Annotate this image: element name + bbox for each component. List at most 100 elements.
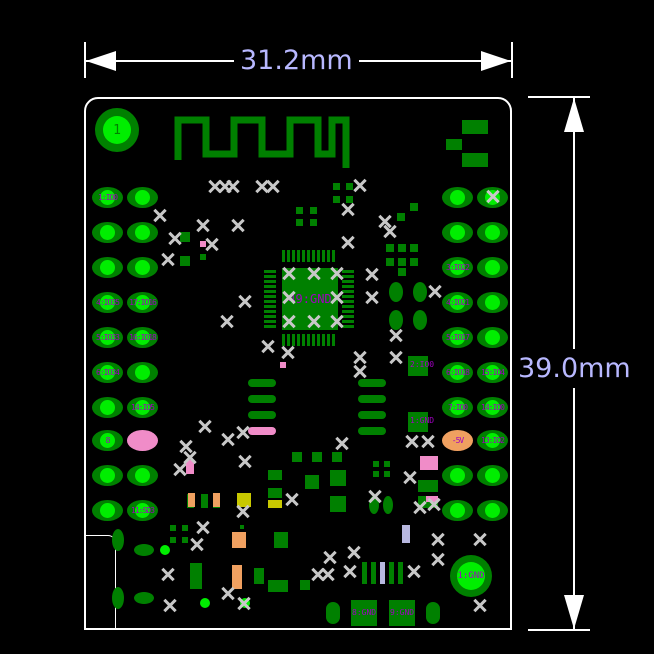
header-pin: 5:IO33 bbox=[92, 327, 123, 348]
smd-pad bbox=[254, 568, 264, 584]
via-marker-icon bbox=[343, 565, 357, 579]
via-marker-icon bbox=[353, 179, 367, 193]
smd-pad bbox=[268, 580, 288, 592]
header-pin: 11:SD3 bbox=[127, 500, 158, 521]
oval-pad bbox=[389, 310, 403, 330]
smd-pad bbox=[310, 207, 317, 214]
dim-extension-left bbox=[84, 42, 86, 78]
smd-pad bbox=[240, 525, 244, 529]
smd-pad bbox=[170, 525, 176, 531]
smd-pad bbox=[182, 537, 188, 543]
via-marker-icon bbox=[335, 437, 349, 451]
header-pin: -5V bbox=[442, 430, 473, 451]
via-marker-icon bbox=[365, 291, 379, 305]
smd-pad bbox=[386, 258, 394, 266]
oval-pad bbox=[112, 529, 124, 551]
via-marker-icon bbox=[353, 365, 367, 379]
smd-pad bbox=[418, 480, 438, 492]
header-pin bbox=[92, 222, 123, 243]
dim-extension-right bbox=[511, 42, 513, 78]
header-pin bbox=[92, 257, 123, 278]
header-pin-label: 5:IO33 bbox=[96, 333, 120, 342]
header-pin: 6:IO34 bbox=[92, 362, 123, 383]
arrow-left-icon bbox=[86, 51, 116, 71]
test-point bbox=[160, 545, 170, 555]
via-marker-icon bbox=[196, 521, 210, 535]
oval-pad bbox=[326, 602, 340, 624]
smd-pad bbox=[446, 139, 462, 150]
gnd-pad-9-label: 9:GND bbox=[390, 608, 415, 617]
smd-pad bbox=[170, 537, 176, 543]
via-marker-icon bbox=[282, 315, 296, 329]
header-pin: 4:IO35 bbox=[92, 292, 123, 313]
connector-pad bbox=[371, 562, 376, 584]
smd-pad bbox=[268, 500, 282, 508]
smd-pad bbox=[268, 470, 282, 480]
height-dimension-label: 39.0mm bbox=[512, 349, 637, 388]
pad-1-label: 1:GND bbox=[410, 416, 435, 425]
via-marker-icon bbox=[205, 238, 219, 252]
via-marker-icon bbox=[226, 180, 240, 194]
pad-2: 2:IO0 bbox=[408, 356, 434, 376]
smd-pad bbox=[200, 241, 206, 247]
header-pin bbox=[127, 362, 158, 383]
oval-pad bbox=[389, 282, 403, 302]
soic-pad bbox=[248, 411, 276, 419]
via-marker-icon bbox=[330, 291, 344, 305]
smd-pad bbox=[402, 525, 410, 543]
smd-pad bbox=[188, 493, 195, 507]
header-pin: 17:IO16 bbox=[127, 292, 158, 313]
connector-pad bbox=[380, 562, 385, 584]
header-pin: 13:IO2 bbox=[477, 430, 508, 451]
header-pin-label: 6:IO18 bbox=[446, 368, 470, 377]
via-marker-icon bbox=[323, 551, 337, 565]
smd-pad bbox=[462, 120, 488, 134]
connector-pad bbox=[389, 562, 394, 584]
header-pin-label: 13:IO2 bbox=[481, 436, 505, 445]
via-marker-icon bbox=[389, 329, 403, 343]
header-pin: 14:IO0 bbox=[477, 397, 508, 418]
header-pin: 16:IO18 bbox=[127, 327, 158, 348]
header-pin-label: 11:SD3 bbox=[131, 506, 155, 515]
smd-pad bbox=[384, 471, 390, 477]
oval-pad bbox=[134, 592, 154, 604]
chip-pins-left bbox=[264, 270, 276, 330]
via-marker-icon bbox=[413, 501, 427, 515]
via-marker-icon bbox=[266, 180, 280, 194]
chip-center-pad-label: 49:GND bbox=[288, 292, 332, 306]
via-marker-icon bbox=[237, 597, 251, 611]
via-marker-icon bbox=[238, 295, 252, 309]
via-marker-icon bbox=[307, 315, 321, 329]
header-pin-label: 6:IO34 bbox=[96, 368, 120, 377]
via-marker-icon bbox=[153, 209, 167, 223]
header-pin-label: 16:IO18 bbox=[129, 333, 157, 342]
via-marker-icon bbox=[282, 267, 296, 281]
via-marker-icon bbox=[281, 346, 295, 360]
via-marker-icon bbox=[261, 340, 275, 354]
header-pin bbox=[92, 500, 123, 521]
smd-pad bbox=[384, 461, 390, 467]
header-pin-label: 4:IO21 bbox=[446, 298, 470, 307]
smd-pad bbox=[296, 207, 303, 214]
smd-pad bbox=[373, 461, 379, 467]
smd-pad bbox=[420, 456, 438, 470]
soic-pad bbox=[248, 427, 276, 435]
oval-pad bbox=[112, 587, 124, 609]
via-marker-icon bbox=[221, 433, 235, 447]
smd-pad bbox=[312, 452, 322, 462]
via-marker-icon bbox=[486, 190, 500, 204]
via-marker-icon bbox=[405, 435, 419, 449]
arrow-down-icon bbox=[564, 595, 584, 629]
header-pin-label: 7:IO0 bbox=[447, 403, 468, 412]
header-pin-label: 5:IO17 bbox=[446, 333, 470, 342]
via-marker-icon bbox=[330, 315, 344, 329]
pcb-antenna-trace bbox=[174, 116, 350, 168]
oval-pad bbox=[426, 602, 440, 624]
header-pin bbox=[477, 222, 508, 243]
smd-pad bbox=[292, 452, 302, 462]
via-marker-icon bbox=[161, 568, 175, 582]
header-pin-label: -5V bbox=[451, 436, 464, 445]
smd-pad bbox=[330, 496, 346, 512]
via-marker-icon bbox=[238, 455, 252, 469]
